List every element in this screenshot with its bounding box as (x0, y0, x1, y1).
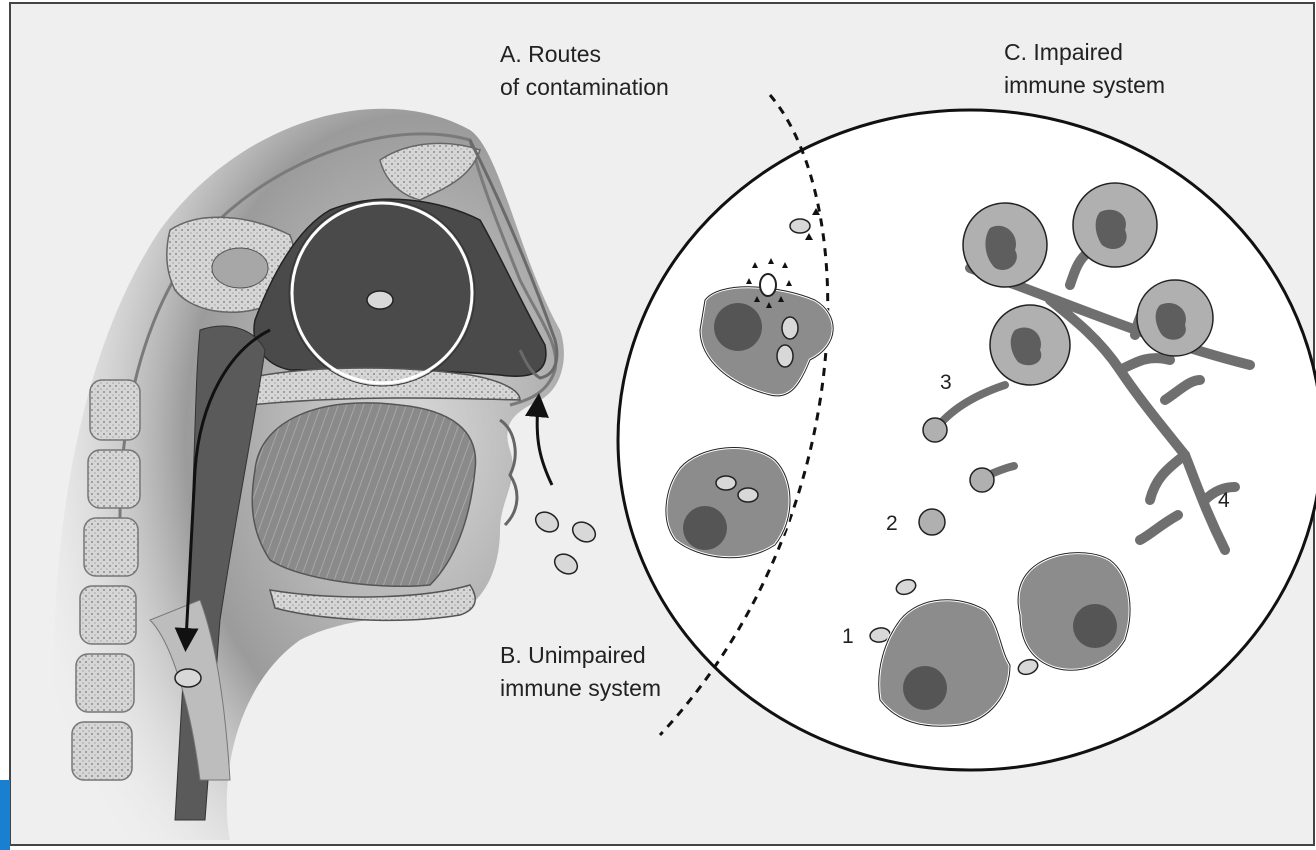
label-impaired-line2: immune system (1004, 72, 1165, 98)
label-unimpaired-line2: immune system (500, 675, 661, 701)
marker-4: 4 (1218, 489, 1230, 512)
label-unimpaired-line1: B. Unimpaired (500, 642, 646, 668)
label-routes-line1: A. Routes (500, 41, 601, 67)
tongue (252, 403, 475, 586)
marker-3: 3 (940, 371, 952, 394)
marker-2: 2 (886, 512, 898, 535)
label-routes-line2: of contamination (500, 74, 669, 100)
unimpaired-cell-bottom (666, 448, 790, 558)
label-impaired-line1: C. Impaired (1004, 39, 1123, 65)
spore-in-nasal-cavity (367, 291, 393, 309)
spore-in-throat (175, 669, 201, 687)
sinus-cavity (212, 248, 268, 288)
corner-blue-mark (0, 780, 10, 850)
marker-1: 1 (842, 625, 854, 648)
